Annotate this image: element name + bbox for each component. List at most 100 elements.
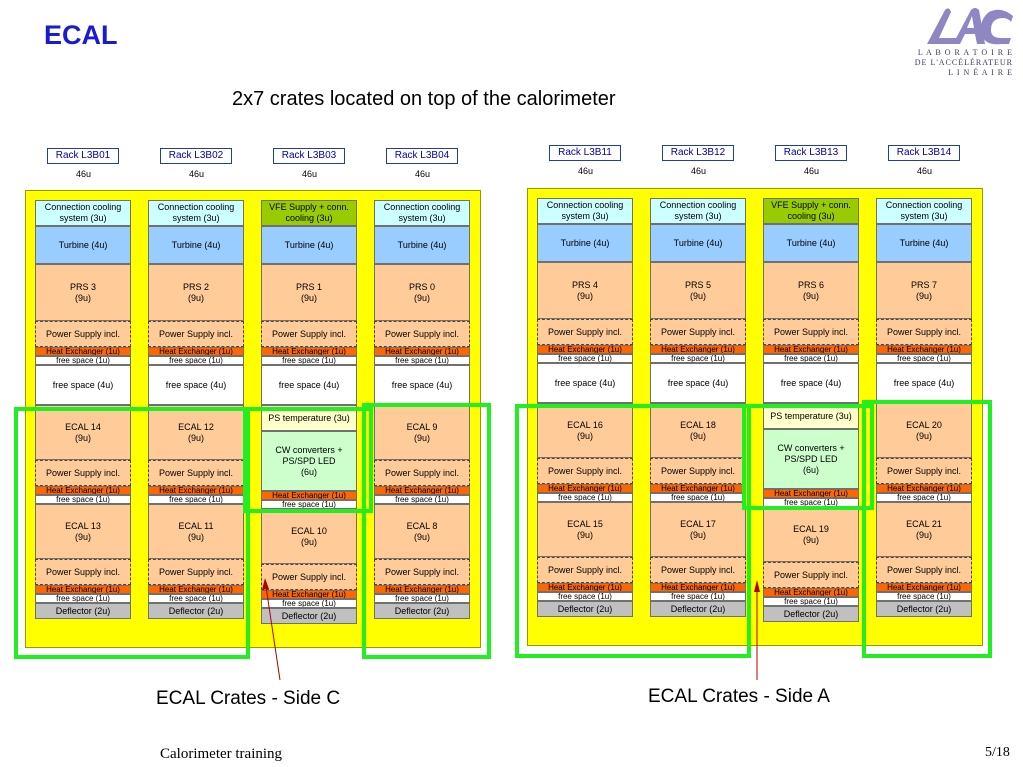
connection-cooling-slot: Connection cooling system (3u) [148, 200, 244, 226]
heat-exchanger-slot: Heat Exchanger (1u) [261, 590, 357, 599]
turbine-slot: Turbine (4u) [374, 226, 470, 264]
free-space-1u-slot: free space (1u) [876, 493, 972, 502]
arrow-side-c-head [262, 578, 269, 590]
cw-converters-slot: CW converters + PS/SPD LED (6u) [763, 429, 859, 489]
power-supply-slot: Power Supply incl. [876, 458, 972, 484]
deflector-slot: Deflector (2u) [374, 603, 470, 619]
turbine-slot: Turbine (4u) [537, 224, 633, 262]
logo-line3: L I N É A I R E [948, 68, 1013, 77]
heat-exchanger-slot: Heat Exchanger (1u) [537, 484, 633, 493]
free-space-1u-slot: free space (1u) [876, 354, 972, 363]
free-space-1u-slot: free space (1u) [35, 594, 131, 603]
rack-height-label: 46u [803, 166, 820, 176]
arrow-side-a-head [754, 580, 760, 592]
rack-height-label: 46u [414, 169, 431, 179]
ecal-crate-slot: ECAL 16 (9u) [537, 403, 633, 458]
heat-exchanger-slot: Heat Exchanger (1u) [374, 347, 470, 356]
heat-exchanger-slot: Heat Exchanger (1u) [537, 345, 633, 354]
free-space-1u-slot: free space (1u) [650, 592, 746, 601]
rack-label: Rack L3B13 [775, 145, 847, 161]
rack-label: Rack L3B03 [273, 148, 345, 164]
free-space-1u-slot: free space (1u) [148, 356, 244, 365]
arrow-side-c [264, 579, 281, 681]
heat-exchanger-slot: Heat Exchanger (1u) [763, 588, 859, 597]
power-supply-slot: Power Supply incl. [763, 562, 859, 588]
power-supply-slot: Power Supply incl. [261, 321, 357, 347]
rack-height-label: 46u [577, 166, 594, 176]
slide-title: ECAL [44, 20, 118, 50]
power-supply-slot: Power Supply incl. [35, 321, 131, 347]
turbine-slot: Turbine (4u) [876, 224, 972, 262]
lal-logo: L A B O R A T O I R E DE L'ACCÉLÉRATEUR … [905, 4, 1015, 84]
rack-height-label: 46u [301, 169, 318, 179]
power-supply-slot: Power Supply incl. [537, 319, 633, 345]
power-supply-slot: Power Supply incl. [876, 319, 972, 345]
prs-crate-slot: PRS 0 (9u) [374, 264, 470, 321]
free-space-1u-slot: free space (1u) [537, 592, 633, 601]
free-space-1u-slot: free space (1u) [261, 599, 357, 608]
free-space-1u-slot: free space (1u) [876, 592, 972, 601]
rack-label: Rack L3B11 [549, 145, 621, 161]
power-supply-slot: Power Supply incl. [374, 559, 470, 585]
ecal-crate-slot: ECAL 10 (9u) [261, 509, 357, 564]
heat-exchanger-slot: Heat Exchanger (1u) [148, 585, 244, 594]
connection-cooling-slot: Connection cooling system (3u) [876, 198, 972, 224]
prs-crate-slot: PRS 1 (9u) [261, 264, 357, 321]
rack-label: Rack L3B14 [888, 145, 960, 161]
heat-exchanger-slot: Heat Exchanger (1u) [261, 347, 357, 356]
heat-exchanger-slot: Heat Exchanger (1u) [35, 585, 131, 594]
prs-crate-slot: PRS 4 (9u) [537, 262, 633, 319]
vfe-supply-slot: VFE Supply + conn. cooling (3u) [763, 198, 859, 224]
power-supply-slot: Power Supply incl. [537, 458, 633, 484]
free-space-1u-slot: free space (1u) [537, 354, 633, 363]
heat-exchanger-slot: Heat Exchanger (1u) [374, 585, 470, 594]
power-supply-slot: Power Supply incl. [261, 564, 357, 590]
prs-crate-slot: PRS 3 (9u) [35, 264, 131, 321]
free-space-4u-slot: free space (4u) [537, 363, 633, 403]
power-supply-slot: Power Supply incl. [374, 321, 470, 347]
heat-exchanger-slot: Heat Exchanger (1u) [763, 345, 859, 354]
power-supply-slot: Power Supply incl. [763, 319, 859, 345]
deflector-slot: Deflector (2u) [148, 603, 244, 619]
heat-exchanger-slot: Heat Exchanger (1u) [876, 484, 972, 493]
rack-label: Rack L3B02 [160, 148, 232, 164]
prs-crate-slot: PRS 6 (9u) [763, 262, 859, 319]
connection-cooling-slot: Connection cooling system (3u) [374, 200, 470, 226]
free-space-1u-slot: free space (1u) [763, 597, 859, 606]
ecal-crate-slot: ECAL 17 (9u) [650, 502, 746, 557]
prs-crate-slot: PRS 7 (9u) [876, 262, 972, 319]
free-space-1u-slot: free space (1u) [763, 354, 859, 363]
power-supply-slot: Power Supply incl. [650, 458, 746, 484]
logo-line1: L A B O R A T O I R E [917, 48, 1013, 57]
free-space-1u-slot: free space (1u) [650, 354, 746, 363]
free-space-1u-slot: free space (1u) [374, 594, 470, 603]
heat-exchanger-slot: Heat Exchanger (1u) [261, 491, 357, 500]
heat-exchanger-slot: Heat Exchanger (1u) [650, 583, 746, 592]
connection-cooling-slot: Connection cooling system (3u) [35, 200, 131, 226]
deflector-slot: Deflector (2u) [650, 601, 746, 617]
free-space-1u-slot: free space (1u) [261, 356, 357, 365]
logo-line2: DE L'ACCÉLÉRATEUR [914, 58, 1013, 67]
heat-exchanger-slot: Heat Exchanger (1u) [537, 583, 633, 592]
free-space-4u-slot: free space (4u) [148, 365, 244, 405]
heat-exchanger-slot: Heat Exchanger (1u) [374, 486, 470, 495]
heat-exchanger-slot: Heat Exchanger (1u) [650, 345, 746, 354]
ecal-crate-slot: ECAL 8 (9u) [374, 504, 470, 559]
ecal-crate-slot: ECAL 13 (9u) [35, 504, 131, 559]
turbine-slot: Turbine (4u) [763, 224, 859, 262]
ecal-crate-slot: ECAL 20 (9u) [876, 403, 972, 458]
rack-height-label: 46u [690, 166, 707, 176]
power-supply-slot: Power Supply incl. [148, 321, 244, 347]
ecal-crate-slot: ECAL 12 (9u) [148, 405, 244, 460]
free-space-1u-slot: free space (1u) [374, 356, 470, 365]
free-space-1u-slot: free space (1u) [261, 500, 357, 509]
power-supply-slot: Power Supply incl. [148, 460, 244, 486]
deflector-slot: Deflector (2u) [763, 606, 859, 622]
connection-cooling-slot: Connection cooling system (3u) [650, 198, 746, 224]
free-space-4u-slot: free space (4u) [763, 363, 859, 403]
power-supply-slot: Power Supply incl. [35, 460, 131, 486]
free-space-1u-slot: free space (1u) [35, 495, 131, 504]
ecal-crate-slot: ECAL 11 (9u) [148, 504, 244, 559]
rack-label: Rack L3B12 [662, 145, 734, 161]
